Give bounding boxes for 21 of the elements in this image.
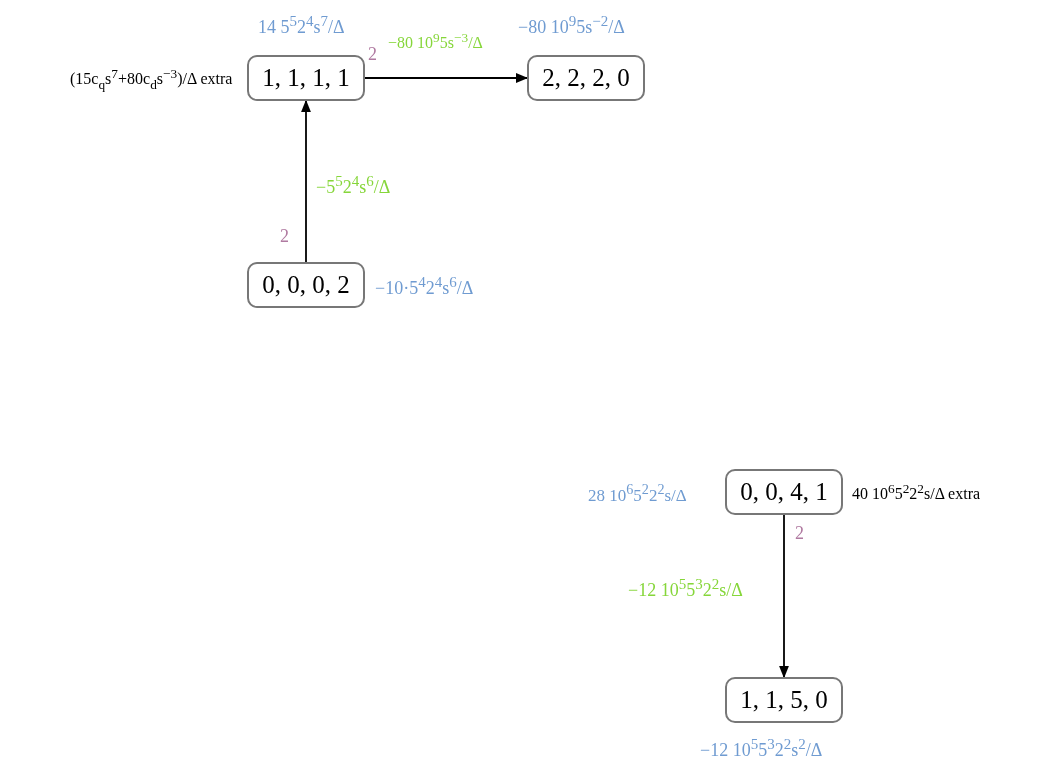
state-box: 1, 1, 5, 0 [725, 677, 843, 723]
weight-formula: −10·5$^{4}$2$^{4}$s$^{6}$/Δ [375, 273, 474, 300]
edge-label: −5$^{5}$2$^{4}$s$^{6}$/Δ [316, 172, 391, 199]
state-box: 2, 2, 2, 0 [527, 55, 645, 101]
multiplicity-label: 2 [368, 44, 377, 66]
state-box: 0, 0, 4, 1 [725, 469, 843, 515]
state-box: 0, 0, 0, 2 [247, 262, 365, 308]
weight-formula: 28 10$^{6}$5$^{2}$2$^{2}$s/Δ [588, 481, 687, 507]
multiplicity-label: 2 [280, 226, 289, 248]
arrow [300, 99, 312, 263]
multiplicity-label: 2 [795, 523, 804, 545]
state-box: 1, 1, 1, 1 [247, 55, 365, 101]
edge-label: −12 10$^{5}$5$^{3}$2$^{2}$s/Δ [628, 575, 743, 602]
weight-formula: −80 10$^{9}$5s$^{−2}$/Δ [518, 12, 625, 39]
weight-formula: (15c$_{q}$s$^{7}$+80c$_{d}$s$^{−3}$)/Δ extra [70, 66, 233, 93]
edge-label: −80 10$^{9}$5s$^{−3}$/Δ [388, 30, 483, 53]
weight-formula: 40 10$^{6}$5$^{2}$2$^{2}$s/Δ extra [852, 481, 981, 504]
weight-formula: −12 10$^{5}$5$^{3}$2$^{2}$s$^{2}$/Δ [700, 735, 823, 762]
arrow [778, 514, 790, 679]
weight-formula: 14 5$^{5}$2$^{4}$s$^{7}$/Δ [258, 12, 345, 39]
arrow [364, 72, 529, 84]
